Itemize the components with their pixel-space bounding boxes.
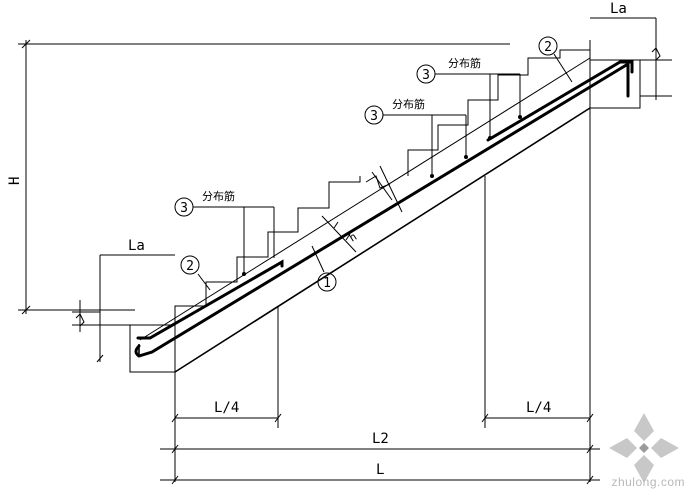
- stair-slab: [139, 57, 591, 373]
- top-rebar-right: [486, 60, 634, 142]
- callout-bar-2-right: 2: [538, 36, 573, 83]
- callout-3b-label: 3: [370, 109, 378, 124]
- distribution-bar-dots: [242, 115, 522, 276]
- callout-2-right-label: 2: [544, 40, 552, 55]
- quarter-right-label: L/4: [526, 400, 551, 416]
- anchor-dim-left: La: [96, 238, 175, 363]
- l-label: L: [376, 462, 384, 478]
- height-label: H: [7, 177, 23, 185]
- watermark-logo-icon: [609, 413, 679, 483]
- stair-steps-outline: [100, 49, 590, 326]
- distribution-note-a: 分布筋: [202, 189, 235, 203]
- anchor-left-label: La: [128, 238, 145, 254]
- bottom-support: [72, 300, 176, 373]
- watermark-text: zhulong.com: [611, 475, 685, 489]
- callout-2-left-label: 2: [186, 259, 194, 274]
- callout-3a-label: 3: [180, 201, 188, 216]
- thickness-label: h: [347, 230, 360, 245]
- anchor-right-label: La: [610, 1, 627, 17]
- callout-bar-3-middle: 3 分布筋: [364, 97, 467, 176]
- distribution-note-b: 分布筋: [392, 97, 425, 111]
- height-dimension: H: [7, 39, 510, 315]
- l2-label: L2: [372, 431, 389, 447]
- callout-bar-2-left: 2: [180, 255, 211, 291]
- top-rebar-left: [136, 259, 284, 340]
- callout-bar-1: 1: [311, 245, 337, 292]
- quarter-left-label: L/4: [214, 400, 239, 416]
- callout-bar-3-lower: 3 分布筋: [174, 189, 275, 274]
- main-rebar: [134, 61, 630, 358]
- callout-bar-3-upper: 3 分布筋: [416, 56, 521, 138]
- bottom-dimensions: L/4 L/4 L2 L: [160, 108, 600, 485]
- callout-1-label: 1: [323, 276, 331, 291]
- anchor-dim-right: La: [590, 1, 657, 40]
- callout-3c-label: 3: [422, 68, 430, 83]
- top-support: [589, 40, 672, 109]
- distribution-note-c: 分布筋: [448, 56, 481, 70]
